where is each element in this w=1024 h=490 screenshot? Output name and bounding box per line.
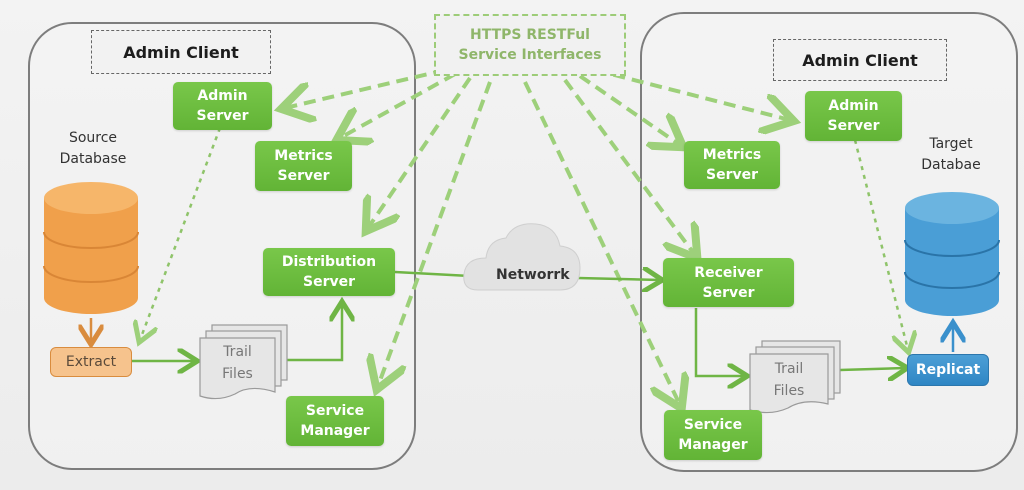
right-admin-client-label: Admin Client bbox=[802, 50, 918, 70]
right-admin-to-replicat-link bbox=[853, 139, 908, 350]
api-to-left-admin-arrow bbox=[285, 68, 446, 108]
label-line: Files bbox=[222, 366, 253, 382]
label-line: Databae bbox=[921, 157, 981, 173]
replicat-process[interactable]: Replicat bbox=[907, 354, 989, 386]
label-line: Receiver bbox=[694, 264, 763, 281]
source-database-icon bbox=[43, 182, 139, 314]
api-to-right-service-manager-arrow bbox=[523, 81, 680, 405]
api-label-line1: HTTPS RESTFul bbox=[470, 27, 590, 43]
label-line: Trail bbox=[223, 344, 252, 360]
label-line: Trail bbox=[774, 361, 804, 377]
label-line: Service bbox=[683, 417, 743, 433]
label-line: Service bbox=[305, 403, 365, 419]
left-admin-client-label: Admin Client bbox=[123, 42, 239, 62]
left-trail-files-icon bbox=[199, 324, 288, 400]
label-line: Files bbox=[773, 383, 805, 399]
label-line: Database bbox=[59, 151, 127, 167]
label-line: Server bbox=[196, 108, 249, 124]
left-admin-client[interactable]: Admin Client bbox=[91, 30, 271, 74]
trail-to-replicat-flow bbox=[839, 368, 905, 370]
label-line: Distribution bbox=[281, 254, 377, 270]
distribution-to-network-flow bbox=[394, 270, 471, 278]
https-restful-interfaces-label: HTTPS RESTFul Service Interfaces bbox=[434, 14, 626, 76]
network-label: Networrk bbox=[496, 267, 570, 283]
label-line: Server bbox=[277, 168, 330, 184]
replicat-label: Replicat bbox=[915, 362, 981, 378]
api-to-right-admin-arrow bbox=[594, 68, 790, 120]
api-to-left-service-manager-arrow bbox=[378, 81, 492, 386]
api-to-left-distribution-arrow bbox=[368, 76, 472, 228]
receiver-to-trail-flow bbox=[694, 308, 745, 376]
left-admin-to-extract-link bbox=[140, 127, 222, 340]
target-database-icon bbox=[904, 192, 1000, 316]
right-trail-files-icon bbox=[749, 340, 841, 414]
network-cloud-icon bbox=[463, 223, 581, 291]
label-line: Server bbox=[302, 274, 355, 290]
right-admin-client[interactable]: Admin Client bbox=[773, 39, 947, 81]
api-label-line2: Service Interfaces bbox=[458, 47, 602, 63]
api-to-right-receiver-arrow bbox=[563, 78, 695, 255]
label-line: Target bbox=[929, 136, 973, 152]
network-to-receiver-flow bbox=[577, 278, 660, 280]
label-line: Server bbox=[705, 167, 758, 183]
label-line: Source bbox=[68, 130, 118, 146]
label-line: Manager bbox=[678, 437, 748, 453]
label-line: Metrics bbox=[274, 148, 333, 164]
label-line: Server bbox=[827, 118, 880, 134]
label-line: Server bbox=[702, 284, 755, 301]
trail-to-distribution-flow bbox=[287, 304, 342, 362]
api-to-left-metrics-arrow bbox=[340, 72, 456, 138]
extract-label: Extract bbox=[65, 354, 117, 370]
extract-process[interactable]: Extract bbox=[50, 347, 132, 377]
label-line: Manager bbox=[300, 423, 370, 439]
api-to-right-metrics-arrow bbox=[578, 74, 680, 145]
label-line: Admin bbox=[828, 98, 879, 114]
label-line: Admin bbox=[197, 88, 248, 104]
label-line: Metrics bbox=[702, 147, 762, 163]
